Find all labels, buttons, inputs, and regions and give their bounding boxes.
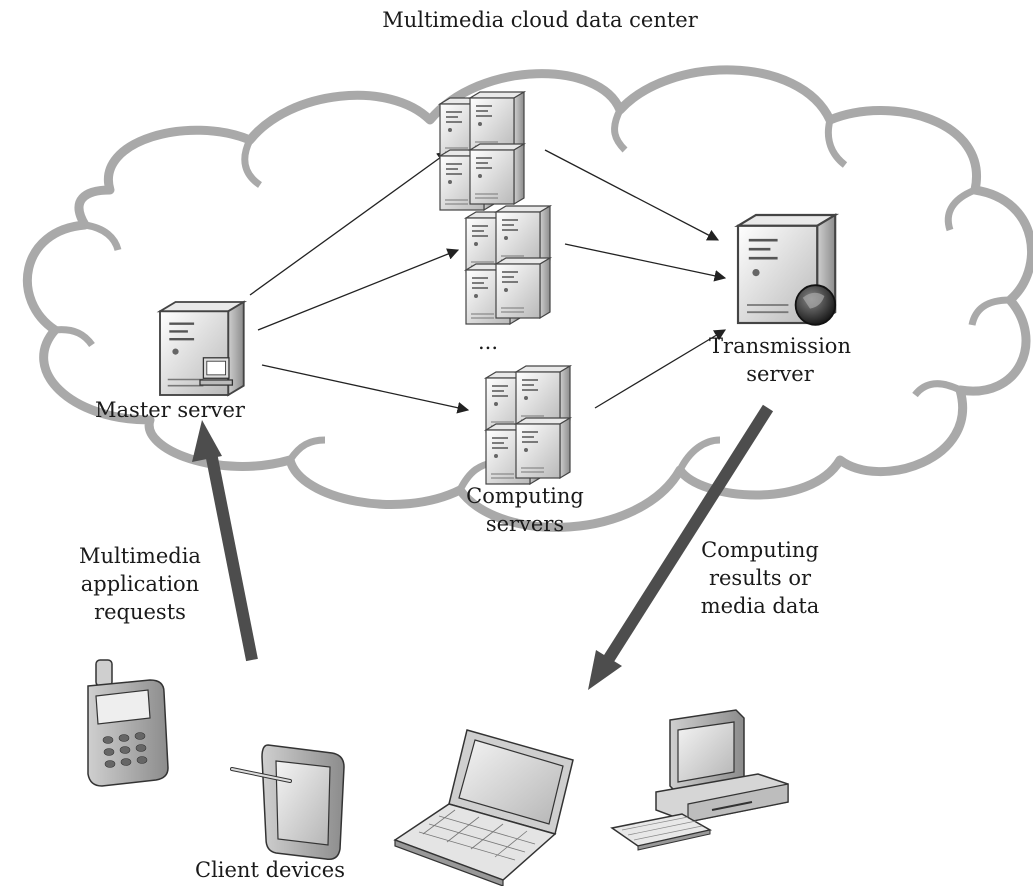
requests-line-2: application [80, 572, 200, 596]
computing-servers-line-1: Computing [466, 484, 584, 508]
requests-arrow [192, 420, 258, 662]
results-arrow [588, 404, 774, 690]
arrow-master-to-cluster-2 [257, 248, 460, 331]
computing-servers-label: Computing servers [440, 482, 610, 538]
master-server-label: Master server [95, 398, 245, 422]
requests-label: Multimedia application requests [60, 542, 220, 626]
computing-server-cluster-1 [440, 92, 524, 210]
computing-servers-line-2: servers [485, 512, 565, 536]
arrow-cluster-2-to-transmission [564, 243, 727, 282]
transmission-server-icon [736, 213, 837, 326]
results-line-1: Computing [701, 538, 819, 562]
requests-line-1: Multimedia [79, 544, 201, 568]
computing-server-cluster-3 [486, 366, 570, 484]
client-devices-label: Client devices [195, 858, 345, 882]
ellipsis-label: ... [477, 330, 499, 354]
results-line-2: results or [708, 566, 812, 590]
desktop-computer-icon [610, 709, 789, 851]
transmission-server-label: Transmission server [690, 332, 870, 388]
transmission-server-line-1: Transmission [709, 334, 851, 358]
flow-arrows [249, 149, 727, 414]
results-line-3: media data [700, 594, 820, 618]
results-label: Computing results or media data [680, 536, 840, 620]
arrow-master-to-cluster-1 [249, 151, 449, 296]
cloud-shape [22, 65, 1033, 532]
master-server-icon [158, 300, 245, 397]
laptop-icon [393, 729, 574, 887]
requests-line-3: requests [94, 600, 186, 624]
arrow-cluster-3-to-transmission [594, 329, 727, 409]
arrow-master-to-cluster-3 [261, 364, 470, 414]
arrow-cluster-1-to-transmission [544, 149, 720, 241]
tablet-icon [230, 744, 345, 861]
mobile-phone-icon [87, 659, 169, 787]
computing-server-cluster-2 [466, 206, 550, 324]
diagram-title: Multimedia cloud data center [382, 8, 698, 32]
transmission-server-line-2: server [746, 362, 814, 386]
